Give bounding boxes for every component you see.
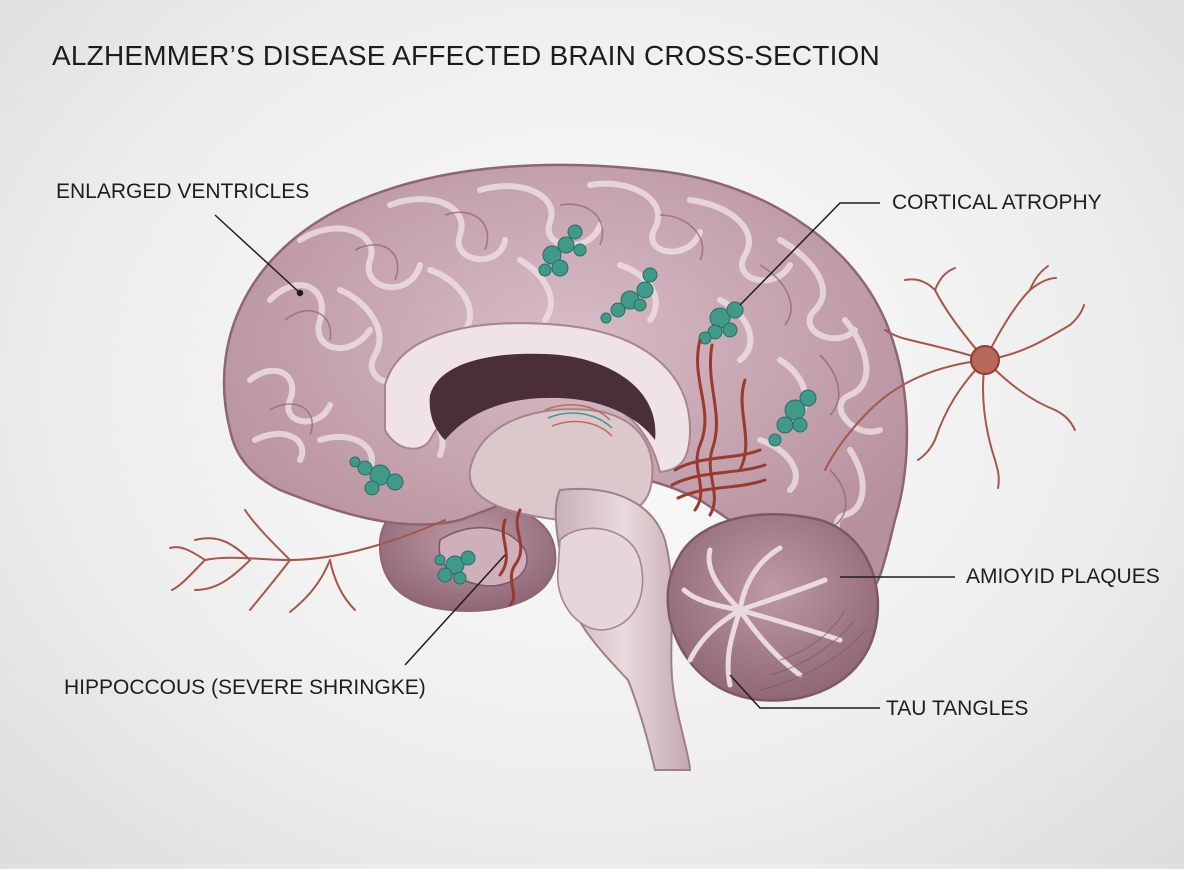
pons bbox=[558, 528, 643, 630]
cerebellum bbox=[668, 514, 878, 700]
diagram-title: ALZHEMMER’S DISEASE AFFECTED BRAIN CROSS… bbox=[52, 40, 880, 72]
label-cortical-atrophy: CORTICAL ATROPHY bbox=[892, 191, 1102, 215]
label-tau-tangles: TAU TANGLES bbox=[886, 697, 1028, 721]
neuron-right-soma bbox=[971, 346, 999, 374]
label-hippocampus: HIPPOCCOUS (SEVERE SHRINGKE) bbox=[64, 676, 426, 700]
label-amyloid-plaques: AMIOYID PLAQUES bbox=[966, 565, 1160, 589]
label-enlarged-ventricles: ENLARGED VENTRICLES bbox=[56, 180, 309, 204]
leader-dot-ventricles bbox=[298, 291, 303, 296]
